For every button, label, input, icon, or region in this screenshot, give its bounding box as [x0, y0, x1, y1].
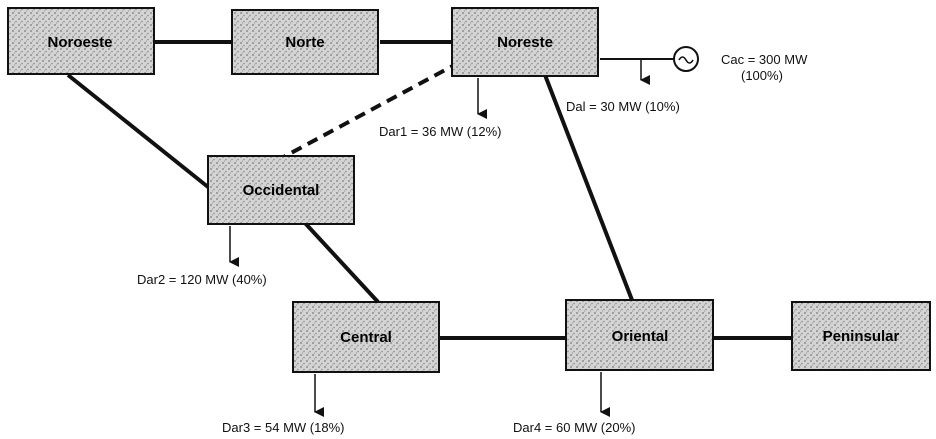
node-noroeste-label: Noroeste — [47, 34, 112, 51]
node-occidental: Occidental — [207, 155, 355, 225]
link-noroeste-occidental — [66, 73, 210, 189]
label-dar1: Dar1 = 36 MW (12%) — [379, 124, 501, 139]
node-central: Central — [292, 301, 440, 373]
link-noreste-oriental — [543, 74, 634, 301]
node-noroeste: Noroeste — [7, 7, 155, 75]
label-dar4: Dar4 = 60 MW (20%) — [513, 420, 635, 435]
node-oriental-label: Oriental — [612, 328, 669, 345]
label-cac: Cac = 300 MW — [721, 52, 808, 67]
node-occidental-label: Occidental — [243, 182, 320, 199]
node-peninsular-label: Peninsular — [823, 328, 900, 345]
node-central-label: Central — [340, 329, 392, 346]
node-norte-label: Norte — [285, 34, 324, 51]
node-oriental: Oriental — [565, 299, 714, 371]
node-norte: Norte — [231, 9, 379, 75]
node-noreste-label: Noreste — [497, 34, 553, 51]
link-occidental-central — [303, 221, 380, 304]
label-dar3: Dar3 = 54 MW (18%) — [222, 420, 344, 435]
label-dal: Dal = 30 MW (10%) — [566, 99, 680, 114]
node-peninsular: Peninsular — [791, 301, 931, 371]
link-noreste-occidental-dashed — [277, 60, 461, 162]
label-cac-percent: (100%) — [741, 68, 783, 83]
node-noreste: Noreste — [451, 7, 599, 77]
label-dar2: Dar2 = 120 MW (40%) — [137, 272, 267, 287]
generator-icon — [673, 46, 699, 72]
